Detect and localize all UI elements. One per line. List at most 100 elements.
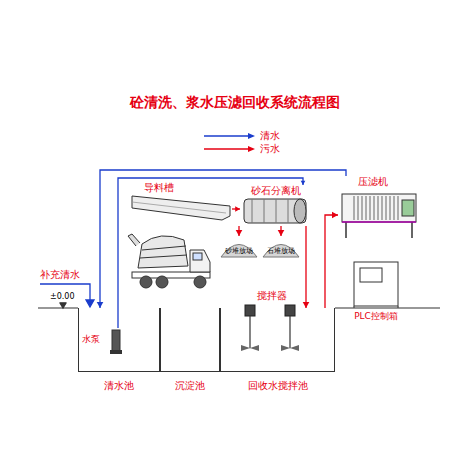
arrowhead <box>235 206 240 211</box>
legend-sample <box>204 144 256 154</box>
drawing-part <box>140 276 152 288</box>
sand-pile: 砂堆放场 <box>220 236 258 258</box>
recovery-mixing-pool-label: 回收水搅拌池 <box>220 380 335 392</box>
drawing-part <box>263 245 299 258</box>
water-pump-label: 水泵 <box>82 334 100 344</box>
legend-sample <box>204 131 256 141</box>
drawing-part <box>40 284 90 302</box>
legend-line <box>204 135 250 136</box>
drawing-part <box>398 196 399 220</box>
drawing-part <box>156 276 168 288</box>
drawing-part <box>342 221 416 223</box>
stone-pile: 石堆放场 <box>262 236 300 258</box>
arrowhead <box>236 230 243 236</box>
drawing-part <box>276 199 277 223</box>
callout-label: 补充清水 <box>40 269 80 281</box>
supply-pipe <box>40 284 94 307</box>
diagram-title: 砼清洗、浆水压滤回收系统流程图 <box>0 94 470 110</box>
stone-pile-label: 石堆放场 <box>262 247 300 255</box>
arrowhead <box>301 181 306 185</box>
drawing-part <box>264 199 265 223</box>
arrowhead <box>278 230 285 236</box>
separator-machine-label: 砂石分离机 <box>240 185 312 197</box>
arrowhead <box>332 212 338 219</box>
pool-tank <box>220 308 335 372</box>
drawing-part <box>142 246 186 250</box>
drawing-part <box>382 196 383 220</box>
drawing-part <box>342 194 416 222</box>
pipe-line <box>325 215 338 308</box>
drawing-part <box>294 199 306 223</box>
drawing-part <box>360 268 382 282</box>
filter-press: 压滤机 <box>338 176 420 240</box>
drawing-part <box>374 196 375 220</box>
separator-machine: 砂石分离机 <box>240 185 312 226</box>
pipe-connector <box>278 226 285 236</box>
agitator-label: 搅拌器 <box>232 290 312 302</box>
clear-water-pool-label: 清水池 <box>78 380 160 392</box>
mixer-truck <box>128 234 210 288</box>
drawing-part <box>362 196 363 220</box>
drawing-part <box>378 196 379 220</box>
clear-water-pool: 清水池 水泵 <box>78 308 160 396</box>
legend-arrowhead <box>248 146 255 152</box>
drawing-part <box>112 330 120 352</box>
drawing-part <box>110 350 122 354</box>
drawing-part <box>402 200 414 216</box>
drawing-part <box>128 234 140 246</box>
legend-arrowhead <box>248 133 255 139</box>
pipe-connector <box>118 178 305 328</box>
drawing-part <box>398 306 399 308</box>
drawing-part <box>38 307 78 308</box>
drawing-part <box>60 303 66 308</box>
pipe-line <box>100 170 346 308</box>
drawing-part <box>345 222 347 238</box>
pipe-connector <box>303 226 310 308</box>
drawing-part <box>252 199 253 223</box>
drawing-part <box>366 196 367 220</box>
sand-pile-label: 砂堆放场 <box>220 247 258 255</box>
feed-trough: 导料槽 <box>130 182 232 222</box>
drawing-part <box>138 236 188 268</box>
drawing-part <box>358 196 359 220</box>
drawing-part <box>194 276 206 288</box>
drawing-part <box>354 306 355 308</box>
legend-line <box>204 148 250 149</box>
pipe-line <box>305 226 306 308</box>
drawing-part <box>354 196 355 220</box>
drawing-part <box>390 196 391 220</box>
drawing-part <box>370 196 371 220</box>
drawing-part <box>193 253 202 260</box>
drawing-part <box>221 245 257 258</box>
water-pump: 水泵 <box>80 328 122 356</box>
drawing-part <box>244 199 306 223</box>
drawing-part <box>245 305 255 316</box>
pipe-connector <box>232 206 240 211</box>
legend-text: 污水 <box>260 143 280 155</box>
drawing-part <box>140 255 187 258</box>
legend-text: 清水 <box>260 130 280 142</box>
pool-tank <box>160 308 220 372</box>
plc-cabinet-label: PLC控制箱 <box>346 311 406 321</box>
drawing-part <box>285 305 295 316</box>
drawing-part <box>335 307 440 308</box>
pipe-connector <box>236 226 243 236</box>
drawing-part <box>190 250 210 272</box>
drawing-part <box>288 199 289 223</box>
drawing-part <box>386 196 387 220</box>
drawing-part <box>132 202 226 213</box>
pipe-connector <box>325 212 338 308</box>
drawing-part <box>132 196 230 220</box>
filter-press-label: 压滤机 <box>358 176 388 188</box>
drawing-part <box>354 262 398 306</box>
settling-pool: 沉淀池 <box>160 308 220 396</box>
drawing-part <box>249 316 250 348</box>
drawing-part <box>394 196 395 220</box>
pipe-connector <box>97 170 346 308</box>
settling-pool-label: 沉淀池 <box>160 380 220 392</box>
recovery-mixing-pool: 回收水搅拌池搅拌器 <box>220 308 335 396</box>
plc-cabinet: PLC控制箱 <box>346 262 406 324</box>
drawing-part <box>289 316 290 348</box>
